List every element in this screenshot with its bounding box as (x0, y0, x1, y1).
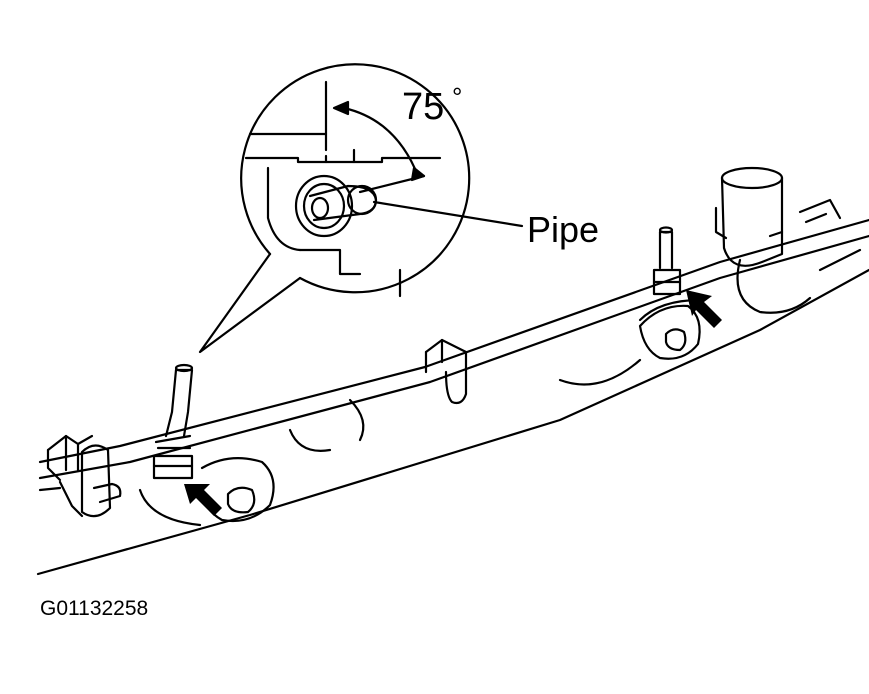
pipe-label: Pipe (527, 209, 600, 250)
fuel-rail (36, 218, 869, 576)
center-bracket (424, 338, 468, 405)
left-pipe (152, 363, 194, 480)
injector-port-right (638, 304, 701, 360)
right-pipe (652, 226, 682, 296)
figure-id: G01132258 (40, 597, 149, 620)
arrow-icon (184, 484, 222, 516)
left-bracket (46, 434, 122, 518)
arrow-icon (686, 290, 722, 328)
angle-label: 75 (402, 86, 445, 128)
pipe-leader-line (372, 200, 524, 228)
detail-callout (198, 63, 471, 354)
angle-unit: ° (452, 82, 463, 112)
pressure-regulator (714, 166, 842, 314)
